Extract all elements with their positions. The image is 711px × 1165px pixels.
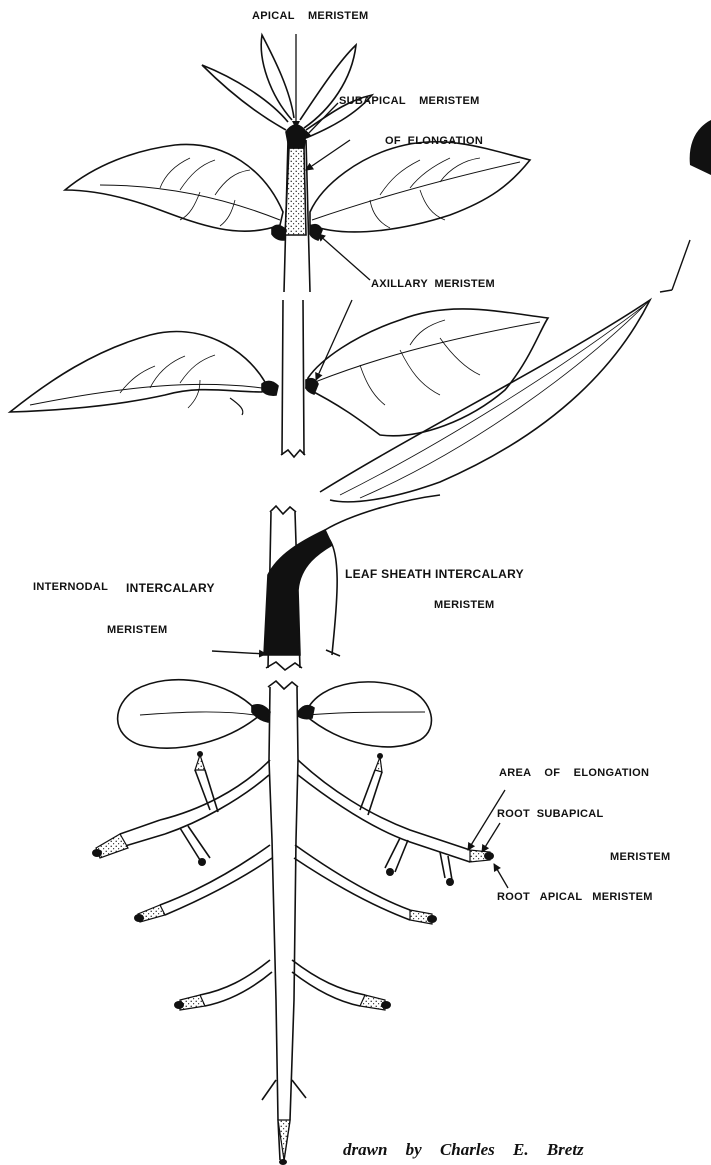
- label-intercalary: INTERCALARY: [126, 581, 215, 595]
- label-subapical-meristem: SUBAPICAL MERISTEM: [339, 95, 480, 107]
- label-axillary-meristem: AXILLARY MERISTEM: [371, 278, 495, 290]
- artist-credit: drawn by Charles E. Bretz: [343, 1140, 584, 1160]
- root-label-arrows: [468, 790, 508, 888]
- edge-blot: [690, 120, 711, 175]
- grass-node-section: [264, 495, 440, 670]
- shoot-apex-section: [65, 35, 530, 292]
- label-root-subapical-meristem: MERISTEM: [610, 851, 670, 863]
- label-apical-meristem: APICAL MERISTEM: [252, 10, 368, 22]
- label-area-of-elongation-root: AREA OF ELONGATION: [499, 767, 649, 779]
- label-leaf-sheath-meristem: MERISTEM: [434, 599, 494, 611]
- label-area-of-elongation-shoot: OF ELONGATION: [385, 135, 483, 147]
- label-root-apical-meristem: ROOT APICAL MERISTEM: [497, 891, 653, 903]
- label-root-subapical: ROOT SUBAPICAL: [497, 808, 604, 820]
- label-internodal-meristem: MERISTEM: [107, 624, 167, 636]
- mid-stem-section: [10, 300, 650, 502]
- label-internodal: INTERNODAL: [33, 581, 108, 593]
- root-section: [92, 680, 494, 1165]
- label-leaf-sheath-intercalary: LEAF SHEATH INTERCALARY: [345, 567, 524, 581]
